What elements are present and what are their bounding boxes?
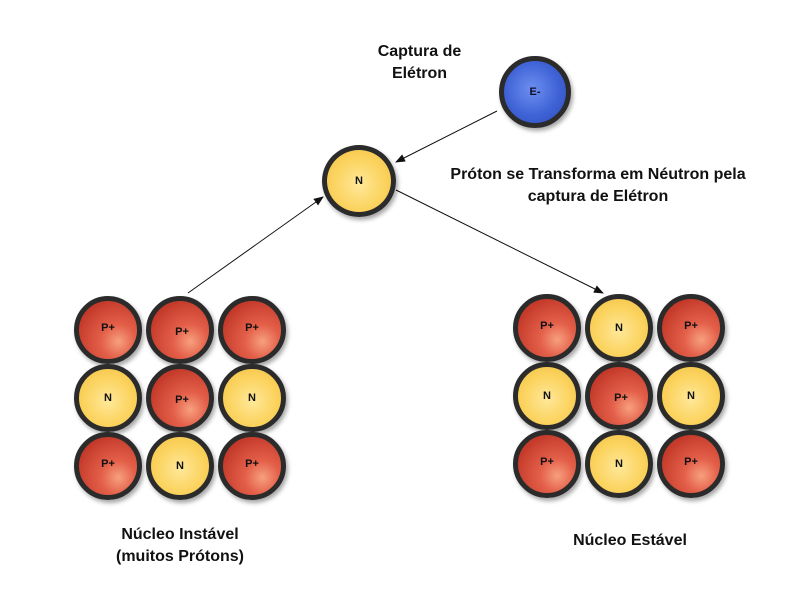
stable-proton-r3c3: P+ [657,430,725,498]
stable-proton-r1c3: P+ [657,294,725,362]
arrow-electron-to-neutron [395,110,498,163]
stable-particle-symbol: N [615,322,623,334]
stable-particle-symbol: P+ [614,392,628,404]
unstable-proton-r3c3: P+ [218,432,286,500]
unstable-neutron-r2c1: N [74,364,142,432]
electron-particle: E- [499,56,571,128]
unstable-proton-r1c3: P+ [218,296,286,364]
unstable-particle-symbol: P+ [245,458,259,470]
stable-neutron-r1c2: N [585,294,653,362]
unstable-proton-r1c2: P+ [146,296,214,364]
stable-particle-symbol: N [687,390,695,402]
unstable-nucleus-label: Núcleo Instável (muitos Prótons) [116,526,244,565]
stable-nucleus-label: Núcleo Estável [573,532,687,549]
unstable-particle-symbol: N [248,392,256,404]
stable-particle-symbol: N [543,390,551,402]
stable-particle-symbol: P+ [684,320,698,332]
transformation-caption: Próton se Transforma em Néutron pela cap… [450,166,746,205]
unstable-particle-symbol: P+ [101,458,115,470]
stable-particle-symbol: P+ [540,320,554,332]
stable-neutron-r2c1: N [513,362,581,430]
stable-neutron-r2c3: N [657,362,725,430]
unstable-proton-r2c2: P+ [146,364,214,432]
unstable-particle-symbol: N [104,392,112,404]
stable-proton-r3c1: P+ [513,430,581,498]
electron-symbol: E- [529,86,541,98]
unstable-particle-symbol: P+ [175,394,189,406]
unstable-particle-symbol: N [176,460,184,472]
arrow-unstable-to-neutron [187,196,324,294]
stable-particle-symbol: N [615,458,623,470]
unstable-proton-r1c1: P+ [74,296,142,364]
intermediate-neutron: N [322,145,396,217]
arrow-neutron-to-stable [395,189,604,294]
intermediate-neutron-symbol: N [355,175,363,187]
unstable-particle-symbol: P+ [175,326,189,338]
unstable-neutron-r3c2: N [146,432,214,500]
unstable-particle-symbol: P+ [101,322,115,334]
stable-proton-r1c1: P+ [513,294,581,362]
stable-proton-r2c2: P+ [585,362,653,430]
unstable-proton-r3c1: P+ [74,432,142,500]
electron-capture-title: Captura de Elétron [377,43,462,82]
unstable-particle-symbol: P+ [245,322,259,334]
stable-neutron-r3c2: N [585,430,653,498]
stable-particle-symbol: P+ [684,456,698,468]
stable-particle-symbol: P+ [540,456,554,468]
unstable-neutron-r2c3: N [218,364,286,432]
